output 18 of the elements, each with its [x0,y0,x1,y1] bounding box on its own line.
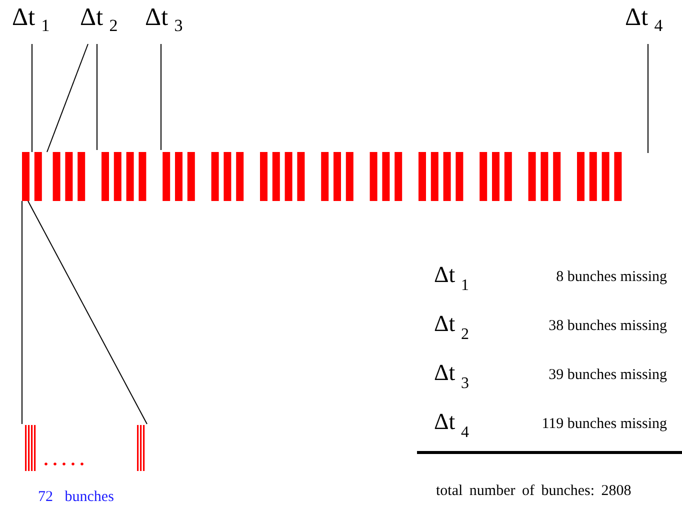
interval-label: Δt $_{3}$ [434,360,469,393]
leader-line [46,44,88,152]
missing-count-text: 119 bunches missing [540,416,667,433]
interval-label: Δt $_{2}$ [434,311,469,344]
interval-label: Δt $_{3}$ [145,4,183,36]
total-text: total number of bunches: 2808 [436,483,632,500]
interval-label: Δt $_{1}$ [12,4,50,36]
interval-label: Δt $_{1}$ [434,262,469,295]
interval-label: Δt $_{2}$ [80,4,118,36]
leader-line [160,44,162,150]
leader-line [96,44,98,150]
missing-count-text: 38 bunches missing [548,318,667,335]
leader-line [28,200,148,424]
missing-count-text: 8 bunches missing [555,269,667,286]
interval-label: Δt $_{4}$ [434,409,469,442]
interval-label: Δt $_{4}$ [625,4,663,36]
missing-count-text: 39 bunches missing [548,367,667,384]
bunch-count-label: 72 bunches [38,489,114,506]
